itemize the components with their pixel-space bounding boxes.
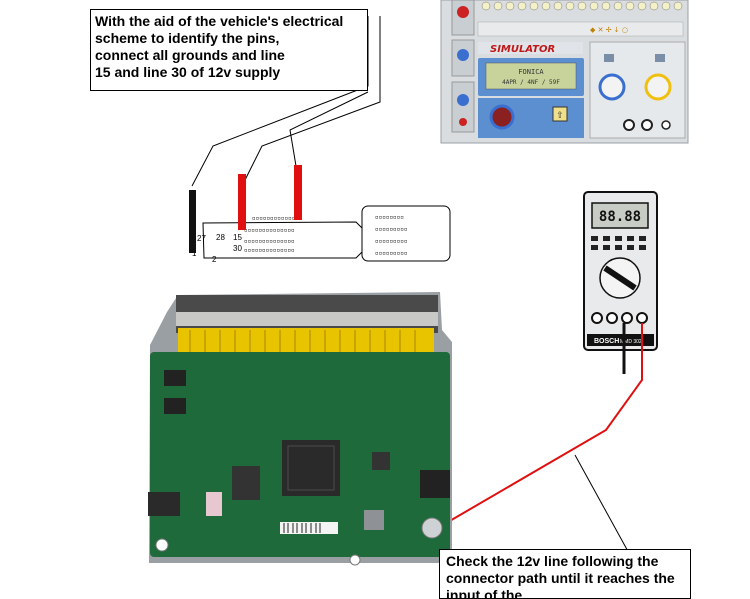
- multimeter-display: [591, 202, 649, 229]
- pot-knob-left[interactable]: [598, 73, 626, 101]
- probe-socket-icon: [636, 312, 648, 324]
- pin-label: 2: [212, 255, 217, 264]
- tester-rotary-knob[interactable]: [489, 104, 515, 130]
- callout-line: input of the: [446, 587, 523, 599]
- svg-text:▫▫▫▫▫▫▫▫▫▫▫▫▫▫: ▫▫▫▫▫▫▫▫▫▫▫▫▫▫: [244, 238, 295, 245]
- probe-socket-icon: [591, 312, 603, 324]
- callout-line: connector path until it reaches the: [446, 570, 675, 586]
- svg-text:▫▫▫▫▫▫▫▫: ▫▫▫▫▫▫▫▫: [375, 214, 404, 221]
- line-15-wire: [238, 174, 246, 230]
- blue-button-1[interactable]: [457, 49, 469, 61]
- icon-row: ◆ ✕ ✢ ↓ ○: [590, 26, 628, 34]
- tester-device: ◆ ✕ ✢ ↓ ○ SIMULATOR FONICA 4APR / 4NF / …: [440, 0, 689, 144]
- svg-text:▫▫▫▫▫▫▫▫▫▫▫▫: ▫▫▫▫▫▫▫▫▫▫▫▫: [252, 215, 295, 222]
- callout-line: connect all grounds and line: [95, 47, 285, 63]
- pin-label: 27: [197, 234, 206, 243]
- probe-socket-icon: [621, 312, 633, 324]
- callout-line: 15 and line 30 of 12v supply: [95, 64, 281, 80]
- socket-icon: [661, 120, 671, 130]
- pin-label: 1: [192, 249, 197, 258]
- ground-wire: [189, 190, 196, 253]
- connector-pinout: ▫▫▫▫▫▫▫▫▫▫▫▫ ▫▫▫▫▫▫▫▫▫▫▫▫▫▫ ▫▫▫▫▫▫▫▫▫▫▫▫…: [189, 165, 451, 264]
- pin-label: 30: [233, 244, 242, 253]
- multimeter-model: MMD 302: [620, 339, 642, 345]
- pin-label: 15: [233, 233, 242, 242]
- led-row: [481, 1, 683, 11]
- multimeter-reading: 88.88: [599, 209, 641, 225]
- instruction-callout-bottom: Check the 12v line following the connect…: [439, 549, 691, 599]
- pin-label: 28: [216, 233, 225, 242]
- red-probe-lead: [447, 323, 643, 523]
- lcd-line-1: FONICA: [518, 68, 544, 76]
- callout-leader-lines: [191, 16, 381, 187]
- switch-icon: [655, 54, 665, 62]
- multimeter: 88.88 BOSCH MMD 302: [583, 191, 658, 351]
- svg-text:▫▫▫▫▫▫▫▫▫: ▫▫▫▫▫▫▫▫▫: [375, 250, 408, 257]
- enter-button[interactable]: [552, 106, 568, 122]
- capacitor: [421, 517, 443, 539]
- blue-button-2[interactable]: [457, 94, 469, 106]
- pot-knob-right[interactable]: [644, 73, 672, 101]
- microcontroller-chip: [282, 440, 340, 496]
- switch-icon: [604, 54, 614, 62]
- barcode-label: [280, 522, 338, 534]
- tester-lcd: [485, 62, 577, 90]
- callout-line: Check the 12v line following the: [446, 553, 659, 569]
- callout-line: With the aid of the vehicle's electrical: [95, 13, 344, 29]
- red-led-icon: [459, 118, 467, 126]
- line-30-wire: [294, 165, 302, 220]
- ecu-board: [148, 292, 452, 566]
- lcd-line-2: 4APR / 4NF / 59F: [502, 79, 560, 86]
- svg-text:▫▫▫▫▫▫▫▫▫▫▫▫▫▫: ▫▫▫▫▫▫▫▫▫▫▫▫▫▫: [244, 247, 295, 254]
- svg-text:▫▫▫▫▫▫▫▫▫: ▫▫▫▫▫▫▫▫▫: [375, 226, 408, 233]
- header-connector: [178, 328, 434, 354]
- probe-socket-icon: [606, 312, 618, 324]
- instruction-callout-top: With the aid of the vehicle's electrical…: [90, 9, 368, 91]
- multimeter-brand: BOSCH: [594, 338, 619, 345]
- power-button[interactable]: [457, 6, 469, 18]
- tester-brand-label: SIMULATOR: [490, 44, 555, 55]
- dial-pointer: [603, 265, 637, 291]
- socket-icon: [623, 119, 635, 131]
- svg-text:▫▫▫▫▫▫▫▫▫▫▫▫▫▫: ▫▫▫▫▫▫▫▫▫▫▫▫▫▫: [244, 227, 295, 234]
- socket-icon: [641, 119, 653, 131]
- callout-line: scheme to identify the pins,: [95, 30, 280, 46]
- svg-text:▫▫▫▫▫▫▫▫▫: ▫▫▫▫▫▫▫▫▫: [375, 238, 408, 245]
- up-arrow-icon: ⇧: [556, 111, 564, 121]
